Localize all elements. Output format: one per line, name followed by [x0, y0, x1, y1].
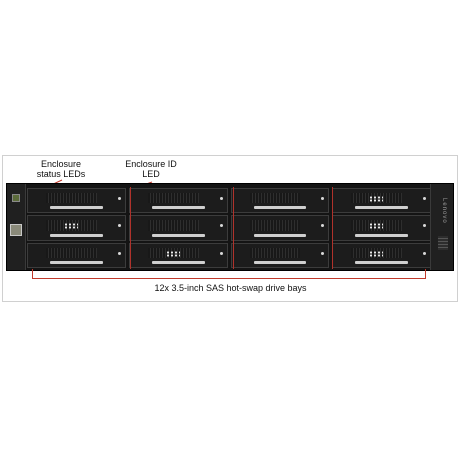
drive-bay: [128, 242, 228, 268]
drive-bay-grid: [27, 188, 431, 268]
id-led-icon: [10, 224, 22, 236]
drive-bay: [332, 215, 431, 241]
right-ear: Lenovo: [430, 184, 453, 270]
vent-icon: [438, 236, 448, 250]
bay-column-divider: [130, 187, 234, 269]
left-ear: [7, 184, 26, 270]
drive-bay: [230, 242, 330, 268]
status-led-icon: [12, 194, 20, 202]
drive-bays-bracket: [32, 269, 426, 279]
callout-id-led: Enclosure ID LED: [125, 159, 177, 179]
drive-bay: [332, 188, 431, 214]
callout-status-leds: Enclosure status LEDs: [36, 159, 86, 179]
drive-bay: [128, 215, 228, 241]
drive-bay: [332, 242, 431, 268]
drive-bay: [128, 188, 228, 214]
bay-column-divider: [332, 187, 333, 269]
storage-enclosure: Lenovo: [6, 183, 454, 271]
drive-bay: [230, 215, 330, 241]
callout-drive-bays: 12x 3.5-inch SAS hot-swap drive bays: [154, 283, 307, 293]
drive-bay: [27, 242, 126, 268]
drive-bay: [230, 188, 330, 214]
drive-bay: [27, 188, 126, 214]
drive-bay: [27, 215, 126, 241]
brand-logo: Lenovo: [441, 198, 447, 224]
